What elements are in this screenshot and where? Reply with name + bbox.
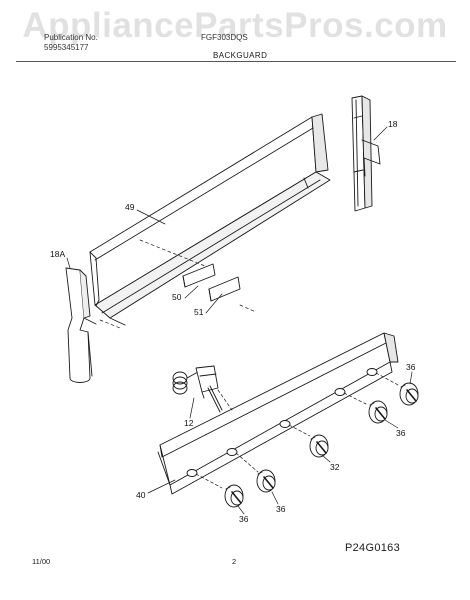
model-number: FGF303DQS <box>201 33 248 42</box>
callout-50: 50 <box>172 292 182 302</box>
knob-part-32 <box>309 434 329 458</box>
publication-label: Publication No. <box>44 33 98 42</box>
section-title: BACKGUARD <box>213 51 268 60</box>
callout-51: 51 <box>194 307 204 317</box>
knob-part-36-right <box>399 382 419 406</box>
callout-36-right: 36 <box>406 362 416 372</box>
footer-date: 11/00 <box>32 557 51 566</box>
control-panel-part-40 <box>157 332 399 495</box>
callout-40: 40 <box>136 490 146 500</box>
footer-page-number: 2 <box>232 557 237 566</box>
callout-12: 12 <box>184 418 194 428</box>
callout-18: 18 <box>388 119 398 129</box>
spacer-part-51 <box>208 276 241 302</box>
callout-49: 49 <box>125 202 135 212</box>
knob-part-36-middle <box>256 469 276 493</box>
leader-lines <box>66 126 413 515</box>
knob-part-36-left <box>224 484 244 508</box>
spacer-part-50 <box>182 263 216 288</box>
diagram-code: P24G0163 <box>345 542 400 554</box>
thermostat-part-12 <box>172 365 223 413</box>
knob-part-36-upper <box>368 400 388 424</box>
watermark: AppliancePartsPros.com <box>22 6 448 45</box>
publication-number: 5995345177 <box>44 43 89 52</box>
backguard-trim-part-49 <box>89 113 331 326</box>
end-bracket-part-18 <box>351 95 381 212</box>
callout-36-middle: 36 <box>276 504 286 514</box>
callout-32: 32 <box>330 462 340 472</box>
header-divider <box>16 61 456 62</box>
callout-36-upper: 36 <box>396 428 406 438</box>
end-cap-part-18a <box>65 267 97 383</box>
callout-36-left: 36 <box>239 514 249 524</box>
callout-18a: 18A <box>50 249 65 259</box>
